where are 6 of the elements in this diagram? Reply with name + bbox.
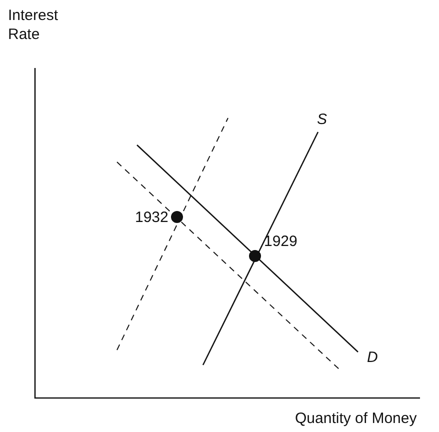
axis-title: Interest Rate [8, 6, 60, 44]
year-label: 1932 [135, 208, 168, 227]
curve-label: D [367, 348, 378, 367]
axis-title: Quantity of Money [295, 409, 417, 428]
year-label: 1929 [264, 232, 298, 251]
curve-label: S [317, 110, 328, 129]
